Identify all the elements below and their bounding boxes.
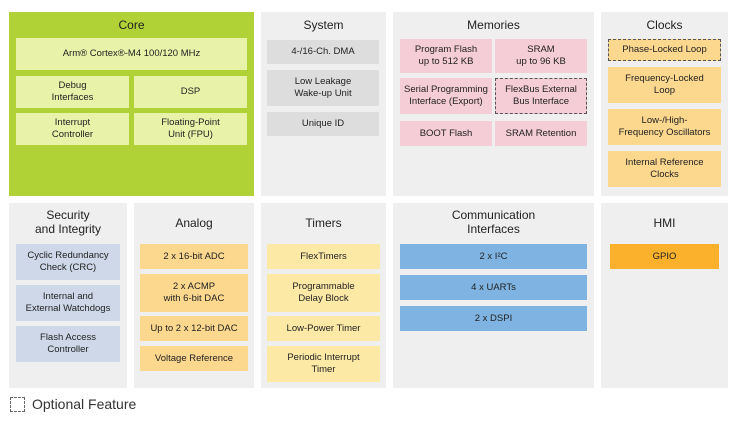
timers-title: Timers: [305, 216, 342, 230]
comm-uart-block: 4 x UARTs: [400, 275, 587, 300]
security-title: Security and Integrity: [34, 208, 102, 236]
analog-adc-block: 2 x 16-bit ADC: [140, 244, 248, 269]
analog-voltage-reference-block: Voltage Reference: [140, 346, 248, 371]
core-title: Core: [118, 18, 145, 32]
timer-lptmr-block: Low-Power Timer: [267, 316, 380, 341]
system-dma-block: 4-/16-Ch. DMA: [267, 40, 379, 64]
core-dsp-block: DSP: [134, 76, 247, 108]
memory-boot-flash-block: BOOT Flash: [400, 121, 492, 146]
security-watchdogs-block: Internal and External Watchdogs: [16, 285, 120, 321]
core-debug-block: Debug Interfaces: [16, 76, 129, 108]
system-llwu-block: Low Leakage Wake-up Unit: [267, 70, 379, 106]
memories-panel: Memories Program Flash up to 512 KB SRAM…: [393, 12, 594, 196]
optional-feature-swatch: [10, 396, 25, 412]
clocks-panel: Clocks Phase-Locked Loop Frequency-Locke…: [601, 12, 728, 196]
clock-oscillators-block: Low-/High- Frequency Oscillators: [608, 109, 721, 145]
security-crc-block: Cyclic Redundancy Check (CRC): [16, 244, 120, 280]
timer-pit-block: Periodic Interrupt Timer: [267, 346, 380, 382]
legend: Optional Feature: [10, 396, 136, 412]
comm-title: Communication Interfaces: [451, 208, 536, 236]
security-flash-access-block: Flash Access Controller: [16, 326, 120, 362]
system-unique-id-block: Unique ID: [267, 112, 379, 136]
analog-acmp-block: 2 x ACMP with 6-bit DAC: [140, 274, 248, 312]
timers-panel: Timers FlexTimers Programmable Delay Blo…: [261, 203, 386, 388]
core-cpu-block: Arm® Cortex®-M4 100/120 MHz: [16, 38, 247, 70]
memory-sram-retention-block: SRAM Retention: [495, 121, 587, 146]
timer-flextimers-block: FlexTimers: [267, 244, 380, 269]
core-interrupt-block: Interrupt Controller: [16, 113, 129, 145]
comm-panel: Communication Interfaces 2 x I²C 4 x UAR…: [393, 203, 594, 388]
clock-internal-reference-block: Internal Reference Clocks: [608, 151, 721, 187]
security-panel: Security and Integrity Cyclic Redundancy…: [9, 203, 127, 388]
comm-i2c-block: 2 x I²C: [400, 244, 587, 269]
hmi-panel: HMI GPIO: [601, 203, 728, 388]
system-title: System: [303, 18, 344, 32]
clock-pll-block: Phase-Locked Loop: [608, 39, 721, 61]
clocks-title: Clocks: [646, 18, 683, 32]
analog-title: Analog: [175, 216, 213, 230]
timer-pdb-block: Programmable Delay Block: [267, 274, 380, 312]
memories-title: Memories: [467, 18, 520, 32]
analog-panel: Analog 2 x 16-bit ADC 2 x ACMP with 6-bi…: [134, 203, 254, 388]
clock-fll-block: Frequency-Locked Loop: [608, 67, 721, 103]
memory-serial-programming-block: Serial Programming Interface (Export): [400, 78, 492, 114]
memory-sram-block: SRAM up to 96 KB: [495, 39, 587, 73]
memory-program-flash-block: Program Flash up to 512 KB: [400, 39, 492, 73]
analog-dac-block: Up to 2 x 12-bit DAC: [140, 316, 248, 341]
memory-flexbus-block: FlexBus External Bus Interface: [495, 78, 587, 114]
core-fpu-block: Floating-Point Unit (FPU): [134, 113, 247, 145]
system-panel: System 4-/16-Ch. DMA Low Leakage Wake-up…: [261, 12, 386, 196]
hmi-title: HMI: [653, 216, 676, 230]
hmi-gpio-block: GPIO: [610, 244, 719, 269]
core-panel: Core Arm® Cortex®-M4 100/120 MHz Debug I…: [9, 12, 254, 196]
legend-label: Optional Feature: [32, 396, 137, 412]
comm-dspi-block: 2 x DSPI: [400, 306, 587, 331]
